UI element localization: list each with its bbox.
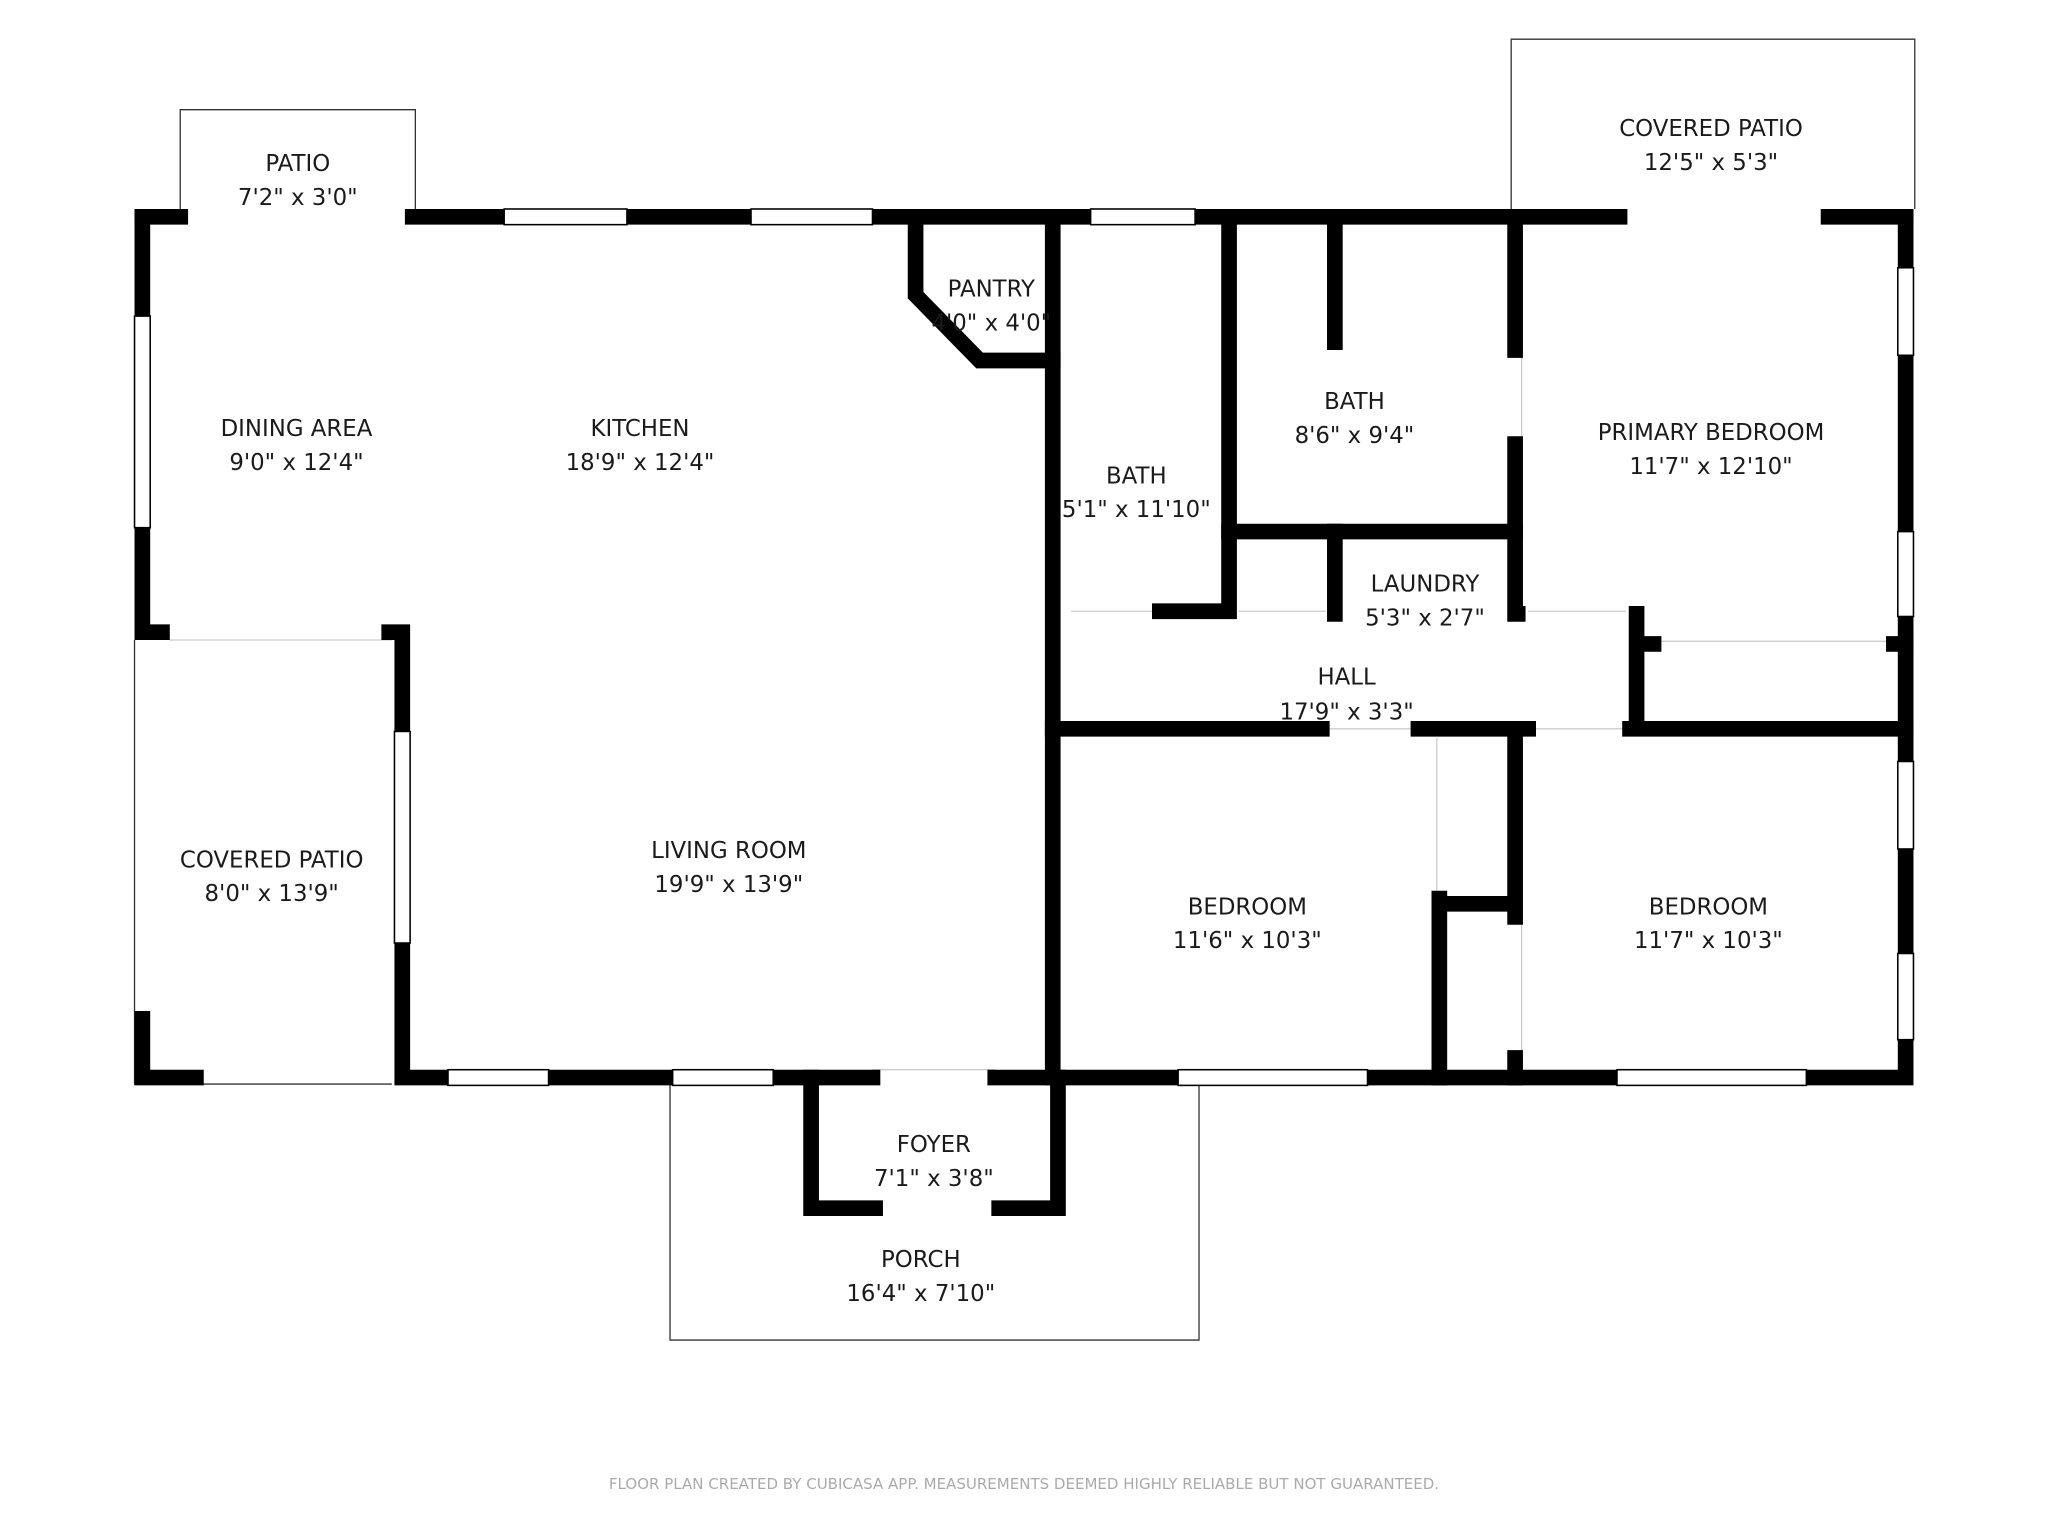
- svg-text:4'0" x 4'0": 4'0" x 4'0": [931, 310, 1051, 336]
- svg-text:PANTRY: PANTRY: [948, 276, 1035, 302]
- room-pantry: PANTRY 4'0" x 4'0": [931, 276, 1051, 336]
- svg-text:BATH: BATH: [1324, 389, 1385, 415]
- room-kitchen: KITCHEN 18'9" x 12'4": [566, 416, 715, 476]
- room-hall: HALL 17'9" x 3'3": [1279, 664, 1413, 725]
- svg-text:18'9" x 12'4": 18'9" x 12'4": [566, 450, 715, 476]
- room-covered-patio-side: COVERED PATIO 8'0" x 13'9": [180, 847, 364, 907]
- windows: [133, 208, 1915, 1087]
- svg-text:7'2" x 3'0": 7'2" x 3'0": [238, 185, 358, 211]
- svg-text:7'1" x 3'8": 7'1" x 3'8": [874, 1166, 994, 1192]
- room-primary-bedroom: PRIMARY BEDROOM 11'7" x 12'10": [1598, 420, 1825, 480]
- svg-text:BATH: BATH: [1106, 463, 1167, 489]
- svg-text:8'6" x 9'4": 8'6" x 9'4": [1295, 423, 1415, 449]
- room-bedroom-2: BEDROOM 11'7" x 10'3": [1634, 894, 1783, 954]
- svg-text:19'9" x 13'9": 19'9" x 13'9": [654, 872, 803, 898]
- room-foyer: FOYER 7'1" x 3'8": [874, 1132, 994, 1192]
- svg-text:FOYER: FOYER: [897, 1132, 971, 1158]
- svg-text:BEDROOM: BEDROOM: [1649, 894, 1768, 920]
- room-bath-2: BATH 8'6" x 9'4": [1295, 389, 1415, 449]
- svg-text:11'6" x 10'3": 11'6" x 10'3": [1173, 928, 1322, 954]
- room-labels: PATIO 7'2" x 3'0" COVERED PATIO 12'5" x 5'…: [180, 116, 1824, 1307]
- svg-text:12'5" x 5'3": 12'5" x 5'3": [1644, 150, 1778, 176]
- room-covered-patio-rear: COVERED PATIO 12'5" x 5'3": [1619, 116, 1803, 176]
- disclaimer-footer: FLOOR PLAN CREATED BY CUBICASA APP. MEAS…: [609, 1475, 1439, 1493]
- room-bath-1: BATH 5'1" x 11'10": [1062, 463, 1211, 523]
- room-living-room: LIVING ROOM 19'9" x 13'9": [651, 838, 806, 898]
- room-patio: PATIO 7'2" x 3'0": [238, 151, 358, 211]
- svg-text:KITCHEN: KITCHEN: [591, 416, 690, 442]
- svg-text:16'4" x 7'10": 16'4" x 7'10": [846, 1281, 995, 1307]
- svg-text:5'3" x 2'7": 5'3" x 2'7": [1365, 606, 1485, 632]
- walls: [134, 208, 1914, 1216]
- svg-text:8'0" x 13'9": 8'0" x 13'9": [205, 881, 339, 907]
- svg-text:COVERED PATIO: COVERED PATIO: [1619, 116, 1803, 142]
- svg-text:17'9" x 3'3": 17'9" x 3'3": [1279, 700, 1413, 726]
- svg-text:BEDROOM: BEDROOM: [1188, 894, 1307, 920]
- outdoor-outlines: [133, 38, 1916, 1341]
- svg-text:COVERED PATIO: COVERED PATIO: [180, 847, 364, 873]
- svg-text:HALL: HALL: [1317, 664, 1376, 690]
- svg-text:LAUNDRY: LAUNDRY: [1371, 572, 1480, 598]
- room-porch: PORCH 16'4" x 7'10": [846, 1247, 995, 1307]
- room-bedroom-1: BEDROOM 11'6" x 10'3": [1173, 894, 1322, 954]
- svg-text:11'7" x 10'3": 11'7" x 10'3": [1634, 928, 1783, 954]
- svg-text:5'1" x 11'10": 5'1" x 11'10": [1062, 497, 1211, 523]
- svg-text:11'7" x 12'10": 11'7" x 12'10": [1629, 454, 1792, 480]
- svg-text:PORCH: PORCH: [881, 1247, 961, 1273]
- svg-text:PATIO: PATIO: [265, 151, 330, 177]
- svg-text:9'0" x 12'4": 9'0" x 12'4": [229, 450, 363, 476]
- room-laundry: LAUNDRY 5'3" x 2'7": [1365, 572, 1485, 632]
- svg-text:LIVING ROOM: LIVING ROOM: [651, 838, 806, 864]
- svg-text:DINING AREA: DINING AREA: [221, 416, 373, 442]
- svg-text:PRIMARY BEDROOM: PRIMARY BEDROOM: [1598, 420, 1825, 446]
- room-dining-area: DINING AREA 9'0" x 12'4": [221, 416, 373, 476]
